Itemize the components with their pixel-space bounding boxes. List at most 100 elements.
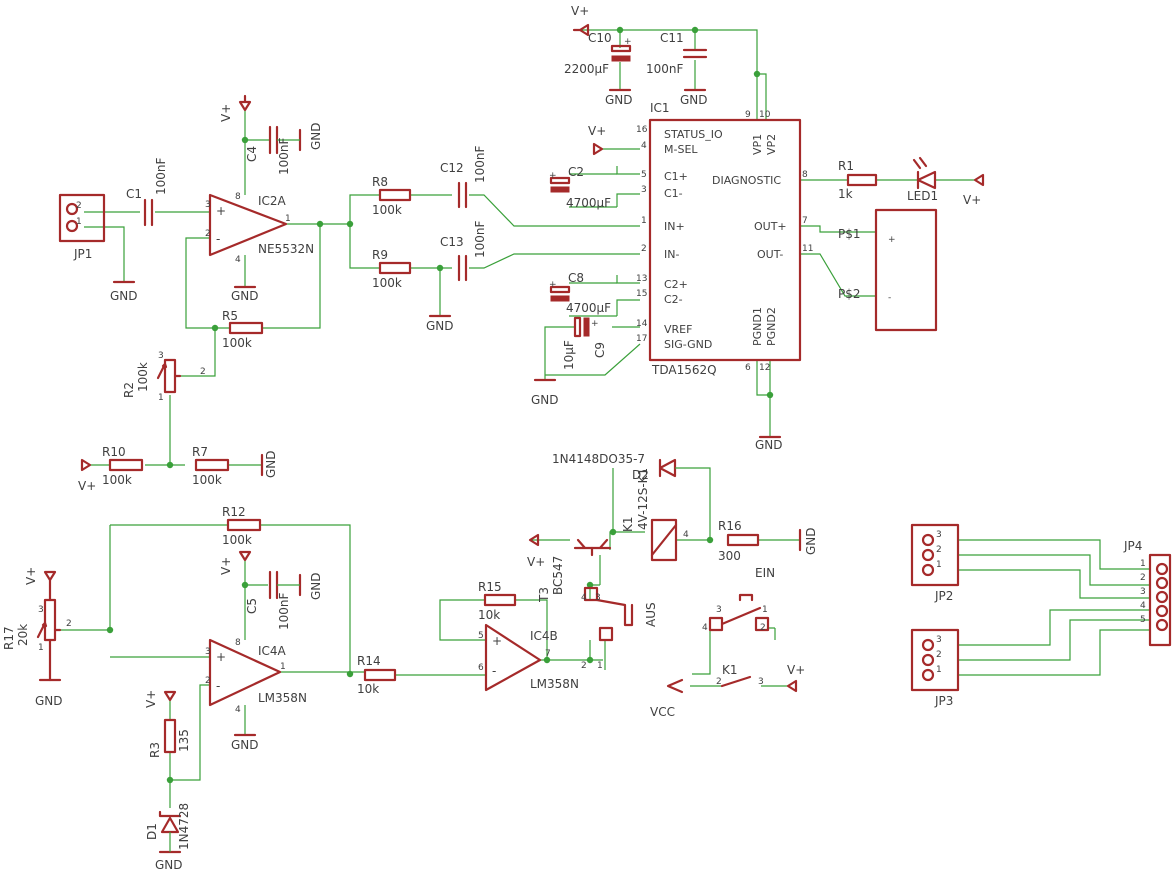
c8-label: C8 bbox=[568, 271, 584, 285]
plus-marker: + bbox=[216, 650, 226, 664]
resistor-r14: R14 10k bbox=[357, 654, 397, 696]
plus-marker: + bbox=[216, 204, 226, 218]
gnd-label: GND bbox=[231, 289, 259, 303]
svg-text:17: 17 bbox=[636, 334, 647, 344]
svg-text:3: 3 bbox=[641, 185, 647, 195]
ic4a-label: IC4A bbox=[258, 644, 287, 658]
svg-text:9: 9 bbox=[745, 110, 751, 120]
r16-label: R16 bbox=[718, 519, 742, 533]
vplus-label: V+ bbox=[571, 4, 589, 18]
svg-text:4: 4 bbox=[1140, 601, 1146, 611]
switch-ein: 3 1 4 2 EIN bbox=[702, 566, 775, 633]
pin-diagnostic: DIAGNOSTIC bbox=[712, 174, 781, 187]
gnd-label: GND bbox=[231, 738, 259, 752]
r15-value: 10k bbox=[478, 608, 500, 622]
r1-value: 1k bbox=[838, 187, 853, 201]
svg-text:1: 1 bbox=[76, 217, 82, 227]
aus-label: AUS bbox=[644, 602, 658, 627]
diode-d2: 1N4148DO35-7 D2 bbox=[552, 452, 700, 482]
capacitor-c13: C13 100nF bbox=[440, 220, 487, 282]
resistor-r12: R12 100k bbox=[222, 505, 262, 547]
ps1-label: P$1 bbox=[838, 227, 861, 241]
capacitor-c9: + C9 10µF bbox=[562, 316, 607, 370]
gnd-label: GND bbox=[804, 527, 818, 555]
r14-value: 10k bbox=[357, 682, 379, 696]
svg-text:2: 2 bbox=[205, 676, 211, 686]
pin-sig-gnd: SIG-GND bbox=[664, 338, 712, 351]
k1-label: K1 bbox=[621, 516, 635, 532]
svg-text:1: 1 bbox=[158, 393, 164, 403]
connector-jp1: 2 1 JP1 bbox=[58, 193, 106, 261]
svg-text:5: 5 bbox=[641, 170, 647, 180]
c5-label: C5 bbox=[245, 598, 259, 614]
pin-c2-plus: C2+ bbox=[664, 278, 688, 291]
minus-marker: - bbox=[492, 664, 496, 678]
svg-text:1: 1 bbox=[38, 643, 44, 653]
wires bbox=[60, 29, 1150, 808]
svg-text:3: 3 bbox=[758, 677, 764, 687]
k1-contact-label: K1 bbox=[722, 663, 738, 677]
svg-text:12: 12 bbox=[759, 363, 770, 373]
c2-label: C2 bbox=[568, 165, 584, 179]
r2-label: R2 bbox=[122, 382, 136, 398]
c12-value: 100nF bbox=[473, 145, 487, 183]
gnd-label: GND bbox=[755, 438, 783, 452]
resistor-r3: R3 135 bbox=[148, 718, 191, 758]
svg-text:1: 1 bbox=[597, 661, 603, 671]
svg-text:3: 3 bbox=[38, 605, 44, 615]
k1-value: 4V-12S-K1 bbox=[636, 468, 650, 530]
pin-c1-minus: C1- bbox=[664, 187, 683, 200]
d1-label: D1 bbox=[145, 823, 159, 840]
svg-text:3: 3 bbox=[205, 647, 211, 657]
svg-text:3: 3 bbox=[936, 530, 942, 540]
gnd-label: GND bbox=[35, 694, 63, 708]
pin-c2-minus: C2- bbox=[664, 293, 683, 306]
c4-label: C4 bbox=[245, 146, 259, 162]
svg-text:+: + bbox=[549, 171, 557, 181]
svg-text:1: 1 bbox=[280, 662, 286, 672]
led1-label: LED1 bbox=[907, 189, 938, 203]
pin-c1-plus: C1+ bbox=[664, 170, 688, 183]
r8-value: 100k bbox=[372, 203, 402, 217]
vplus-label: V+ bbox=[24, 567, 38, 585]
vplus-label: V+ bbox=[527, 555, 545, 569]
svg-text:3: 3 bbox=[716, 605, 722, 615]
svg-text:-: - bbox=[888, 293, 891, 303]
c9-value: 10µF bbox=[562, 340, 576, 370]
gnd-symbols: GND GND GND GND GND GND GND GND GND GND … bbox=[35, 88, 818, 872]
vplus-label: V+ bbox=[787, 663, 805, 677]
c2-value: 4700µF bbox=[566, 196, 611, 210]
capacitor-c12: C12 100nF bbox=[440, 145, 487, 209]
vplus-symbols: V+ V+ V+ V+ V+ V+ V+ V+ V+ V+ bbox=[24, 4, 985, 708]
pin-out-minus: OUT- bbox=[757, 248, 783, 261]
svg-text:4: 4 bbox=[641, 141, 647, 151]
svg-text:+: + bbox=[888, 235, 896, 245]
capacitor-c10: + C10 2200µF bbox=[564, 31, 632, 76]
vplus-label: V+ bbox=[963, 193, 981, 207]
svg-text:4: 4 bbox=[702, 623, 708, 633]
svg-text:2: 2 bbox=[66, 619, 72, 629]
resistor-r9: R9 100k bbox=[372, 248, 412, 290]
svg-text:1: 1 bbox=[936, 665, 942, 675]
c12-label: C12 bbox=[440, 161, 464, 175]
switch-aus: 4 3 2 1 AUS bbox=[581, 586, 658, 671]
vcc-symbol: VCC bbox=[650, 678, 684, 719]
r12-label: R12 bbox=[222, 505, 246, 519]
svg-text:13: 13 bbox=[636, 274, 647, 284]
pin-pgnd1: PGND1 bbox=[751, 307, 764, 346]
svg-text:+: + bbox=[591, 319, 599, 329]
svg-text:+: + bbox=[549, 280, 557, 290]
capacitor-c2: + C2 4700µF bbox=[549, 165, 617, 210]
svg-text:10: 10 bbox=[759, 110, 771, 120]
d2-label: D2 bbox=[632, 468, 649, 482]
minus-marker: - bbox=[216, 232, 220, 246]
svg-text:8: 8 bbox=[235, 192, 241, 202]
capacitor-c11: C11 100nF bbox=[646, 31, 708, 76]
t3-value: BC547 bbox=[551, 556, 565, 595]
r12-value: 100k bbox=[222, 533, 252, 547]
minus-marker: - bbox=[216, 679, 220, 693]
svg-text:1: 1 bbox=[641, 216, 647, 226]
d1-value: 1N4728 bbox=[177, 803, 191, 850]
resistor-r1: R1 1k bbox=[838, 159, 878, 201]
c8-value: 4700µF bbox=[566, 301, 611, 315]
